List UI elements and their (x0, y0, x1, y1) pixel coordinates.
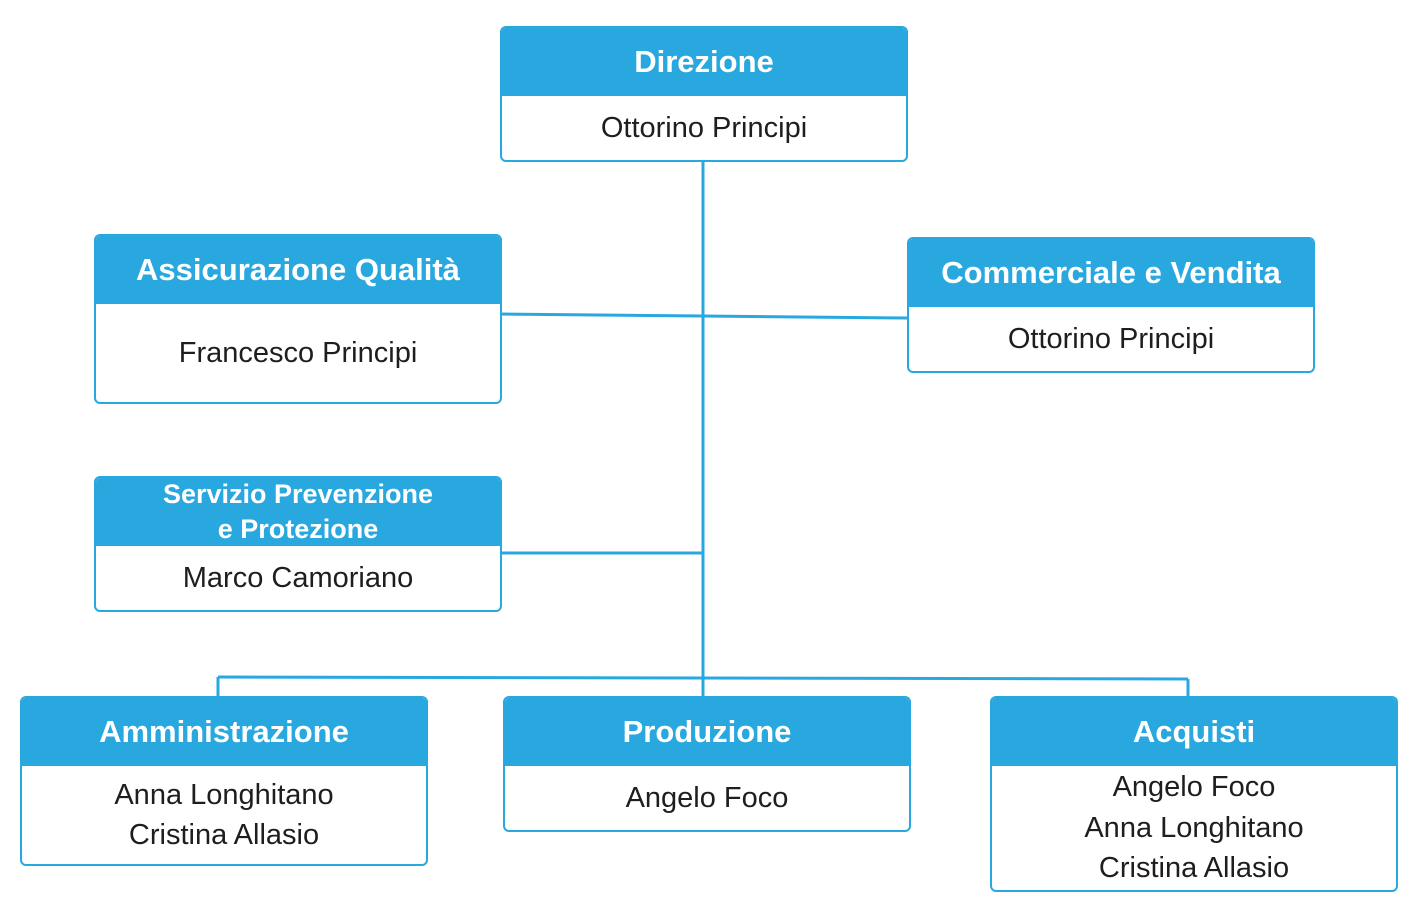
person-name: Cristina Allasio (1098, 852, 1290, 885)
node-produzione: Produzione Angelo Foco (503, 696, 911, 832)
title-line: e Protezione (217, 514, 379, 544)
node-title: Produzione (505, 698, 909, 766)
person-name: Anna Longhitano (114, 778, 334, 811)
node-title: Assicurazione Qualità (96, 236, 500, 304)
link-commerciale (702, 314, 909, 320)
node-acquisti: Acquisti Angelo Foco Anna Longhitano Cri… (990, 696, 1398, 892)
title-line: Servizio Prevenzione (162, 478, 434, 509)
node-people: Angelo Foco (505, 766, 909, 830)
node-title: Direzione (502, 28, 906, 96)
person-name: Ottorino Principi (600, 111, 808, 144)
node-assicurazione-qualita: Assicurazione Qualità Francesco Principi (94, 234, 502, 404)
node-commerciale-vendita: Commerciale e Vendita Ottorino Principi (907, 237, 1315, 373)
person-name: Angelo Foco (1112, 771, 1276, 804)
node-title: Servizio Prevenzione e Protezione (96, 478, 500, 546)
node-people: Marco Camoriano (96, 546, 500, 610)
person-name: Anna Longhitano (1084, 811, 1304, 844)
person-name: Cristina Allasio (128, 819, 320, 851)
node-people: Angelo Foco Anna Longhitano Cristina All… (992, 766, 1396, 890)
node-servizio-prevenzione: Servizio Prevenzione e Protezione Marco … (94, 476, 502, 612)
node-amministrazione: Amministrazione Anna Longhitano Cristina… (20, 696, 428, 866)
node-people: Anna Longhitano Cristina Allasio (22, 766, 426, 864)
bottom-branch-line (217, 675, 1189, 681)
link-assicurazione (499, 312, 704, 318)
node-people: Ottorino Principi (909, 307, 1313, 371)
person-name: Ottorino Principi (1007, 322, 1215, 355)
person-name: Marco Camoriano (182, 561, 414, 594)
node-people: Ottorino Principi (502, 96, 906, 160)
node-title: Acquisti (992, 698, 1396, 766)
node-title: Amministrazione (22, 698, 426, 766)
node-people: Francesco Principi (96, 304, 500, 402)
node-direzione: Direzione Ottorino Principi (500, 26, 908, 162)
person-name: Angelo Foco (625, 781, 789, 814)
person-name: Francesco Principi (178, 336, 418, 369)
node-title: Commerciale e Vendita (909, 239, 1313, 307)
